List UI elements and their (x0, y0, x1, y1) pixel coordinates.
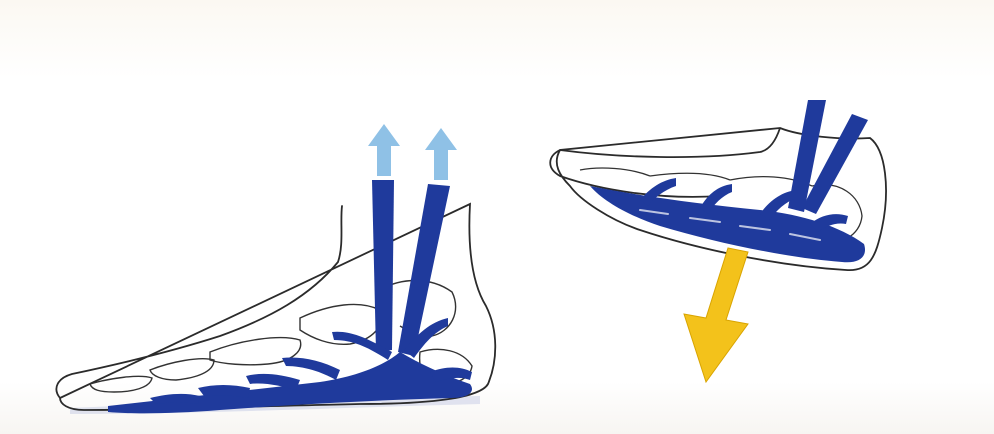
arrow-down-icon (684, 248, 748, 382)
left-foot (56, 124, 495, 414)
arrow-up-icon (425, 128, 457, 180)
right-foot (550, 100, 886, 382)
left-foot-tendon-1 (372, 180, 394, 352)
arrow-up-icon (368, 124, 400, 176)
right-foot-top-line (560, 128, 780, 157)
